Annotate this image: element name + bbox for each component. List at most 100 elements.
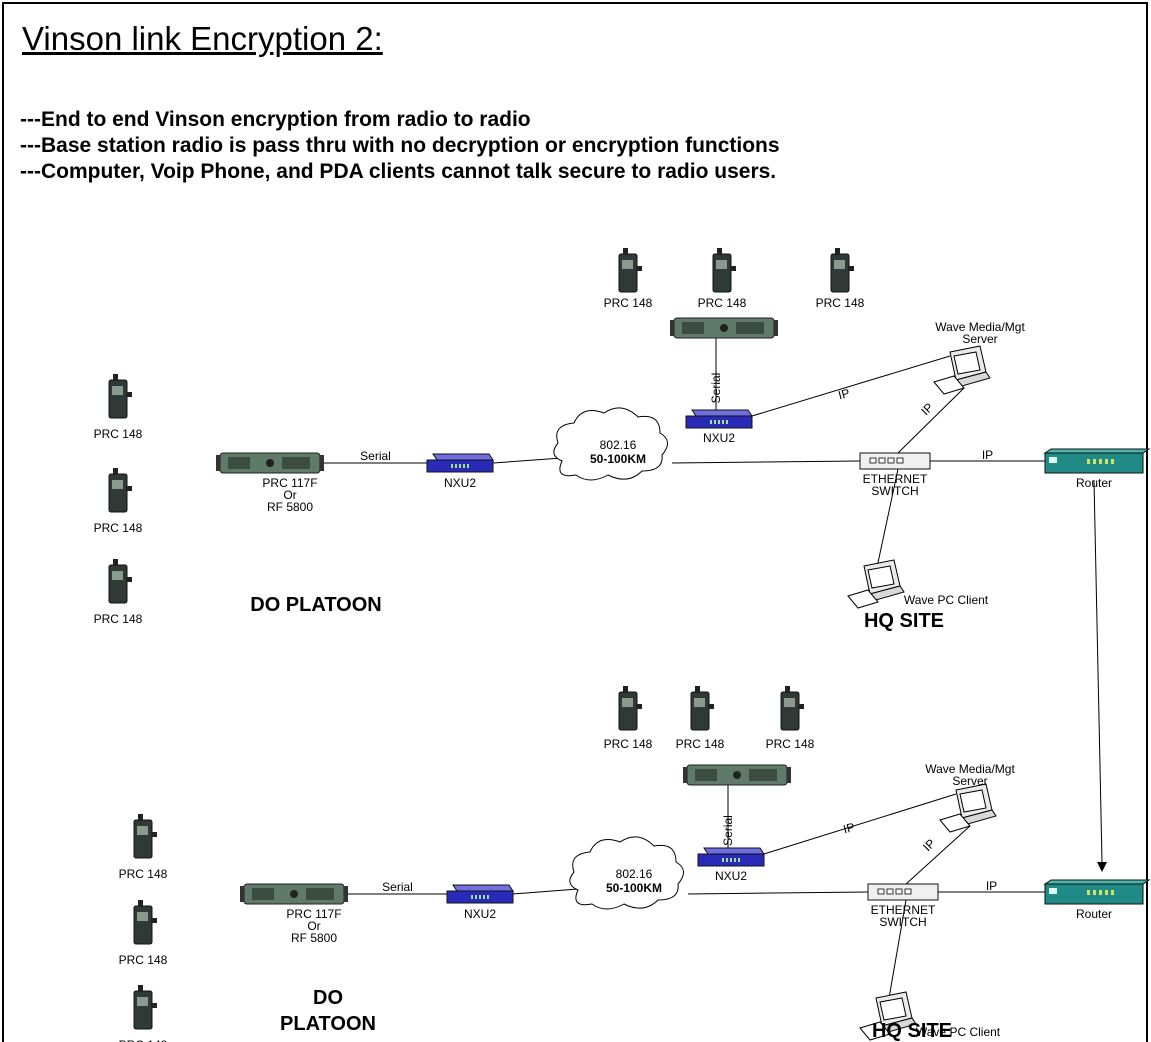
serial-label: Serial xyxy=(721,815,735,846)
handheld-radio-icon: PRC 148 xyxy=(119,900,168,967)
link-line xyxy=(905,825,971,885)
monitor-screen xyxy=(879,997,907,1021)
radio-screen xyxy=(137,912,148,921)
base-radio-handle xyxy=(344,886,348,902)
base-radio-panel xyxy=(695,769,717,781)
base-radio-panel xyxy=(682,322,704,334)
handheld-radio-icon: PRC 148 xyxy=(766,686,815,751)
router-led xyxy=(1111,459,1114,464)
radio-knob xyxy=(637,704,642,709)
nxu2-device-icon xyxy=(697,847,765,867)
base-radio-handle xyxy=(240,886,244,902)
switch-port xyxy=(887,457,895,464)
base-radio-handle xyxy=(774,320,778,336)
base-station-radio-icon xyxy=(683,764,791,786)
radio-antenna xyxy=(113,468,118,475)
server-label: Server xyxy=(952,774,987,788)
nxu2-device-icon xyxy=(685,409,753,429)
nxu2-led xyxy=(730,858,732,862)
keyboard xyxy=(939,813,971,833)
link-line xyxy=(671,460,861,464)
base-radio-label: RF 5800 xyxy=(291,931,337,945)
radio-label: PRC 148 xyxy=(766,737,815,751)
router-port xyxy=(1049,888,1057,894)
server-label: Wave Media/Mgt xyxy=(935,320,1025,334)
base-radio-label: Or xyxy=(307,919,320,933)
ip-label: IP xyxy=(920,836,938,854)
radio-knob xyxy=(799,704,804,709)
radio-label: PRC 148 xyxy=(119,953,168,967)
site-label: HQ SITE xyxy=(864,610,944,632)
radio-antenna xyxy=(138,900,143,907)
radio-antenna xyxy=(138,985,143,992)
radio-body xyxy=(133,990,153,1030)
nxu2-led xyxy=(475,895,477,899)
handheld-radio-icon: PRC 148 xyxy=(604,686,653,751)
link-line xyxy=(887,899,907,1005)
base-station-radio-icon xyxy=(216,452,324,474)
base-radio-knob xyxy=(720,324,728,332)
router-label: Router xyxy=(1076,907,1112,921)
radio-screen xyxy=(112,386,123,395)
router-led xyxy=(1105,890,1108,895)
nxu2-led xyxy=(738,858,740,862)
switch-port xyxy=(886,888,894,895)
base-station-radio-icon xyxy=(670,317,778,339)
serial-label: Serial xyxy=(709,373,723,404)
base-radio-label: PRC 117F xyxy=(286,907,341,921)
cloud-shape xyxy=(553,407,668,481)
client-label: Wave PC Client xyxy=(916,1025,1001,1039)
nxu2-top xyxy=(703,847,765,855)
radio-screen xyxy=(834,260,845,269)
handheld-radio-icon: PRC 148 xyxy=(119,985,168,1042)
router-led xyxy=(1087,890,1090,895)
radio-screen xyxy=(137,826,148,835)
link-line xyxy=(763,793,957,855)
radio-knob xyxy=(637,266,642,271)
nxu2-top xyxy=(691,409,753,417)
switch-body xyxy=(859,452,931,470)
radio-label: PRC 148 xyxy=(119,867,168,881)
radio-antenna xyxy=(785,686,790,693)
radio-screen xyxy=(112,571,123,580)
server-label: Wave Media/Mgt xyxy=(925,762,1015,776)
computer-icon xyxy=(847,559,905,609)
nxu2-led xyxy=(471,895,473,899)
router-led xyxy=(1087,459,1090,464)
ethernet-switch-icon xyxy=(859,452,931,470)
switch-port xyxy=(895,888,903,895)
radio-antenna xyxy=(835,248,840,255)
computer-icon xyxy=(939,783,997,833)
base-radio-handle xyxy=(670,320,674,336)
radio-body xyxy=(690,691,710,731)
link-line xyxy=(512,888,579,895)
base-radio-panel xyxy=(282,457,310,469)
link-line xyxy=(897,387,965,454)
platoon-label: DO xyxy=(313,987,343,1009)
radio-label: PRC 148 xyxy=(94,612,143,626)
ip-label: IP xyxy=(982,448,993,462)
computer-icon xyxy=(859,991,917,1041)
switch-port xyxy=(896,457,904,464)
base-radio-handle xyxy=(683,767,687,783)
radio-screen xyxy=(694,698,705,707)
switch-label: SWITCH xyxy=(879,915,926,929)
nxu2-led xyxy=(487,895,489,899)
radio-label: PRC 148 xyxy=(698,296,747,310)
nxu2-led xyxy=(726,858,728,862)
radio-antenna xyxy=(717,248,722,255)
switch-body xyxy=(867,883,939,901)
radio-body xyxy=(133,819,153,859)
nxu2-led xyxy=(479,895,481,899)
handheld-radio-icon: PRC 148 xyxy=(94,468,143,535)
nxu2-led xyxy=(718,420,720,424)
radio-knob xyxy=(152,832,157,837)
base-radio-panel xyxy=(749,769,777,781)
switch-label: ETHERNET xyxy=(871,903,936,917)
keyboard xyxy=(859,1021,891,1041)
platoon-label: DO PLATOON xyxy=(250,594,381,616)
monitor-screen xyxy=(959,789,987,813)
bullet-item: ---Computer, Voip Phone, and PDA clients… xyxy=(20,160,777,183)
